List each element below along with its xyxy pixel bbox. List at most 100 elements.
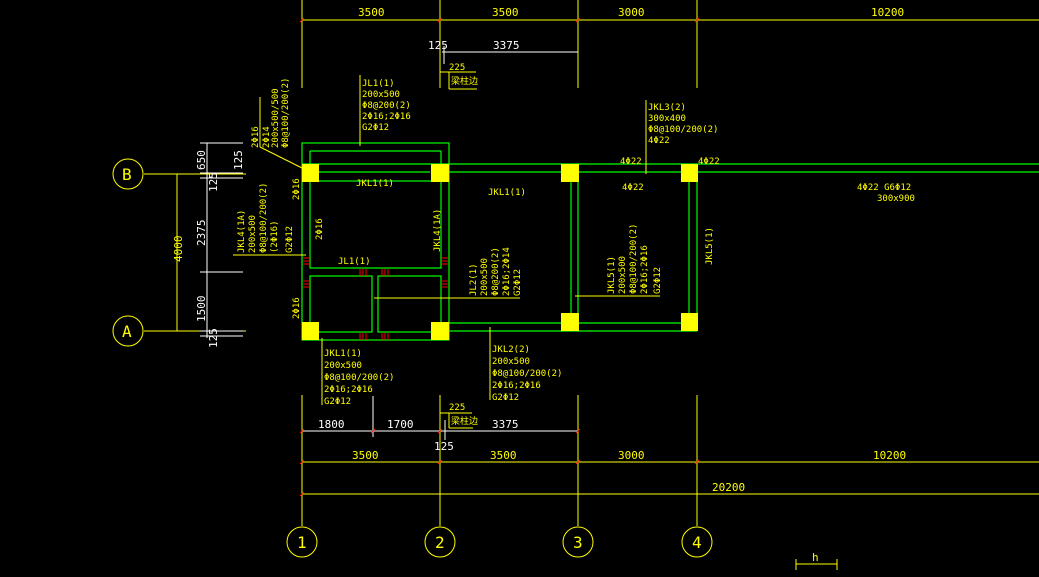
jl1-top-stirrup: Φ8@200(2) <box>362 101 411 111</box>
jl1-top-name: JL1(1) <box>362 79 395 89</box>
jkl4-bars: (2Φ16) <box>270 220 280 253</box>
top-sub-length: 3375 <box>493 39 520 52</box>
axis-label-A: A <box>122 322 132 341</box>
axis-bubble-4[interactable]: 4 <box>681 526 713 558</box>
axis-bubble-3[interactable]: 3 <box>562 526 594 558</box>
column-4B[interactable] <box>681 164 698 182</box>
column-4A[interactable] <box>681 313 698 331</box>
axis-label-1: 1 <box>297 533 307 552</box>
bottom-sub-length: 3375 <box>492 418 519 431</box>
bottom-sub-dimension: 1800 1700 3375 125 225 梁柱边 <box>299 396 581 453</box>
left-seg-125-bottom: 125 <box>207 328 220 348</box>
jkl3-bars: 4Φ22 <box>648 136 670 146</box>
corner-note-line-1: 2Φ16 <box>251 126 261 148</box>
legend-h-label: h <box>812 551 819 564</box>
axis-bubble-A[interactable]: A <box>112 315 144 347</box>
bottom-dimension-chain: 3500 3500 3000 10200 20200 <box>299 449 1039 497</box>
label-jkl1-mid: JKL1(1) <box>488 188 526 198</box>
annotation-jkl3[interactable]: JKL3(2) 300x400 Φ8@100/200(2) 4Φ22 <box>645 100 718 174</box>
axis-label-4: 4 <box>692 533 702 552</box>
corner-note-line-3: 200x500/500 <box>271 88 281 148</box>
jkl2-size: 200x500 <box>492 357 530 367</box>
left-total-4000: 4000 <box>172 236 185 263</box>
jkl4-side: G2Φ12 <box>285 226 295 253</box>
axis-label-B: B <box>122 165 132 184</box>
top-span-1: 3500 <box>358 6 385 19</box>
jl1-top-bars: 2Φ16;2Φ16 <box>362 112 411 122</box>
column-2A[interactable] <box>431 322 449 340</box>
axis-bubble-2[interactable]: 2 <box>424 526 456 558</box>
jkl3-top-right-bars: 4Φ22 <box>698 157 720 167</box>
jl1-top-side: G2Φ12 <box>362 123 389 133</box>
jkl1-bottom-bars: 2Φ16;2Φ16 <box>324 385 373 395</box>
axis-bubble-1[interactable]: 1 <box>286 526 318 558</box>
left-seg-2375: 2375 <box>195 220 208 247</box>
annotation-jkl1-bottom[interactable]: JKL1(1) 200x500 Φ8@100/200(2) 2Φ16;2Φ16 … <box>321 338 394 407</box>
column-1A[interactable] <box>302 322 319 340</box>
axis-label-2: 2 <box>435 533 445 552</box>
annotation-jl1-top[interactable]: JL1(1) 200x500 Φ8@200(2) 2Φ16;2Φ16 G2Φ12 <box>359 75 411 146</box>
bottom-span-1: 3500 <box>352 449 379 462</box>
left-seg-125: 125 <box>207 172 220 192</box>
jkl5-bars: 2Φ16;2Φ16 <box>640 245 650 294</box>
top-span-3: 3000 <box>618 6 645 19</box>
jl2-bars: 2Φ16;2Φ14 <box>502 247 512 296</box>
bottom-sub-mid: 1700 <box>387 418 414 431</box>
stirrup-marks <box>303 257 448 340</box>
top-sub-tag: 梁柱边 <box>451 75 478 87</box>
jkl2-side: G2Φ12 <box>492 393 519 403</box>
column-2B[interactable] <box>431 164 449 182</box>
corner-note-line-2: 2Φ14 <box>262 126 272 148</box>
total-length: 20200 <box>712 481 745 494</box>
left-seg-125-top-b: 125 <box>232 150 245 170</box>
annotation-corner-note[interactable]: 2Φ16 2Φ14 200x500/500 Φ8@100/200(2) <box>251 78 303 169</box>
jkl1-bottom-stirrup: Φ8@100/200(2) <box>324 373 394 383</box>
label-jl1-mid: JL1(1) <box>338 257 371 267</box>
bottom-span-2: 3500 <box>490 449 517 462</box>
top-span-4: 10200 <box>871 6 904 19</box>
jkl5-stirrup: Φ8@100/200(2) <box>629 224 639 294</box>
jkl3-size: 300x400 <box>648 114 686 124</box>
jkl2-bars: 2Φ16;2Φ16 <box>492 381 541 391</box>
jkl1-bottom-name: JKL1(1) <box>324 349 362 359</box>
bottom-sub-left: 1800 <box>318 418 345 431</box>
jkl5-size: 200x500 <box>618 256 628 294</box>
label-jkl4: JKL4(1A) <box>433 209 443 252</box>
annotation-jkl4[interactable]: JKL4(1A) 200x500 Φ8@100/200(2) (2Φ16) G2… <box>233 183 306 256</box>
annotation-jkl2[interactable]: JKL2(2) 200x500 Φ8@100/200(2) 2Φ16;2Φ16 … <box>489 327 562 403</box>
jl2-name: JL2(1) <box>469 263 479 296</box>
jl2-side: G2Φ12 <box>513 269 523 296</box>
left-seg-650: 650 <box>195 150 208 170</box>
right-beam-bars: 4Φ22 G6Φ12 <box>857 183 911 193</box>
inner-2phi16-top: 2Φ16 <box>292 178 302 200</box>
jkl1-bottom-side: G2Φ12 <box>324 397 351 407</box>
jkl4-size: 200x500 <box>248 215 258 253</box>
jkl3-name: JKL3(2) <box>648 103 686 113</box>
axis-bubble-B[interactable]: B <box>112 158 144 190</box>
jkl3-top-left-bars: 4Φ22 <box>620 157 642 167</box>
inner-2phi16-bottom: 2Φ16 <box>292 297 302 319</box>
jkl2-stirrup: Φ8@100/200(2) <box>492 369 562 379</box>
jl1-top-size: 200x500 <box>362 90 400 100</box>
bottom-sub-offset: 125 <box>434 440 454 453</box>
jkl3-bottom-bars: 4Φ22 <box>622 183 644 193</box>
jl2-size: 200x500 <box>480 258 490 296</box>
column-3A[interactable] <box>561 313 579 331</box>
column-1B[interactable] <box>302 164 319 182</box>
right-beam-size: 300x900 <box>877 194 915 204</box>
bottom-span-4: 10200 <box>873 449 906 462</box>
beam-outlines <box>301 142 1039 341</box>
jkl4-stirrup: Φ8@100/200(2) <box>259 183 269 253</box>
column-3B[interactable] <box>561 164 579 182</box>
top-sub-dimension: 125 3375 225 梁柱边 <box>428 39 578 90</box>
jkl2-name: JKL2(2) <box>492 345 530 355</box>
jkl5-name: JKL5(1) <box>607 256 617 294</box>
left-seg-1500: 1500 <box>195 296 208 323</box>
jkl4-name: JKL4(1A) <box>237 210 247 253</box>
annotation-jkl5[interactable]: JKL5(1) 200x500 Φ8@100/200(2) 2Φ16;2Φ16 … <box>575 224 663 297</box>
top-span-2: 3500 <box>492 6 519 19</box>
annotation-jl2[interactable]: JL2(1) 200x500 Φ8@200(2) 2Φ16;2Φ14 G2Φ12 <box>374 247 523 299</box>
inner-2phi16-mid: 2Φ16 <box>315 218 325 240</box>
